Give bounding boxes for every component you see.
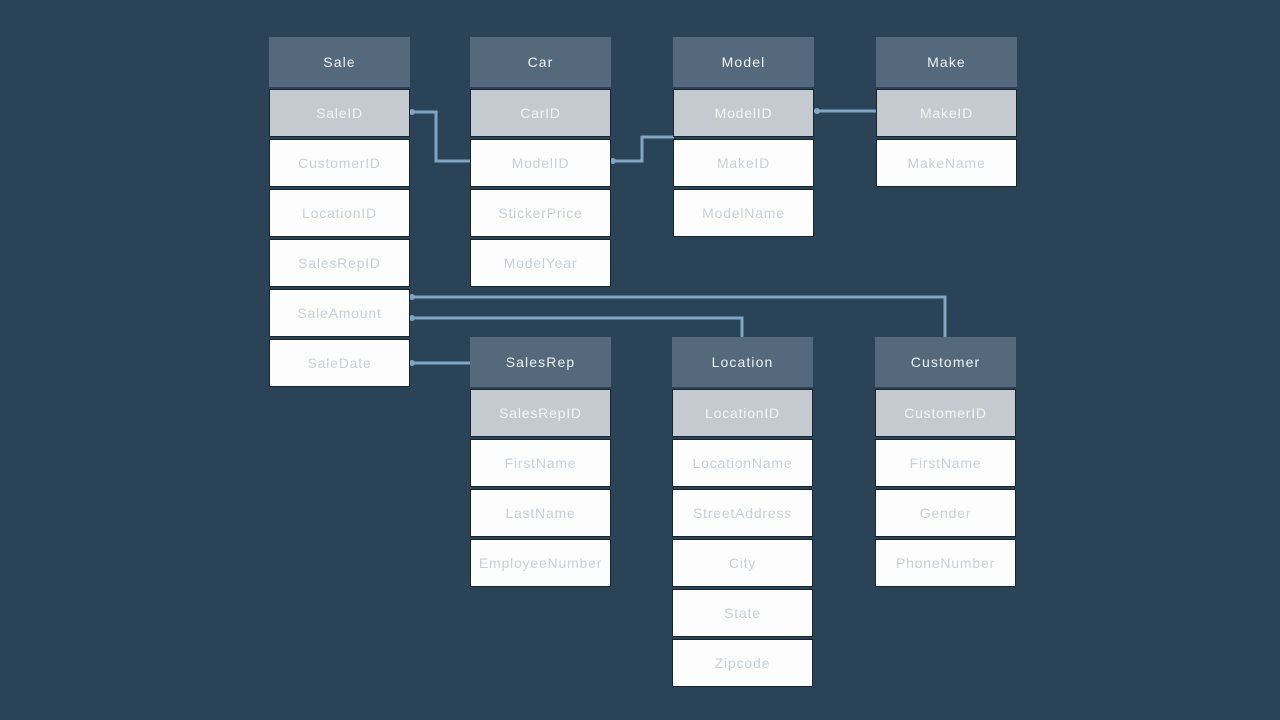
table-title-make: Make (876, 37, 1017, 87)
field-customer-gender: Gender (875, 489, 1016, 537)
field-make-makeid: MakeID (876, 89, 1017, 137)
field-sale-saleid: SaleID (269, 89, 410, 137)
field-car-modelyear: ModelYear (470, 239, 611, 287)
field-salesrep-firstname: FirstName (470, 439, 611, 487)
field-location-state: State (672, 589, 813, 637)
field-customer-firstname: FirstName (875, 439, 1016, 487)
field-location-locationname: LocationName (672, 439, 813, 487)
field-model-modelid: ModelID (673, 89, 814, 137)
field-salesrep-lastname: LastName (470, 489, 611, 537)
field-salesrep-salesrepid: SalesRepID (470, 389, 611, 437)
field-model-makeid: MakeID (673, 139, 814, 187)
field-sale-saledate: SaleDate (269, 339, 410, 387)
field-model-modelname: ModelName (673, 189, 814, 237)
table-title-car: Car (470, 37, 611, 87)
table-title-model: Model (673, 37, 814, 87)
table-title-sale: Sale (269, 37, 410, 87)
field-sale-saleamount: SaleAmount (269, 289, 410, 337)
field-salesrep-employeenumber: EmployeeNumber (470, 539, 611, 587)
table-title-salesrep: SalesRep (470, 337, 611, 387)
field-car-modelid: ModelID (470, 139, 611, 187)
field-location-zipcode: Zipcode (672, 639, 813, 687)
field-location-streetaddress: StreetAddress (672, 489, 813, 537)
field-customer-phonenumber: PhoneNumber (875, 539, 1016, 587)
connector-sale-to-customer (410, 295, 947, 341)
field-car-stickerprice: StickerPrice (470, 189, 611, 237)
field-car-carid: CarID (470, 89, 611, 137)
table-title-customer: Customer (875, 337, 1016, 387)
field-sale-locationid: LocationID (269, 189, 410, 237)
field-location-city: City (672, 539, 813, 587)
field-sale-salesrepid: SalesRepID (269, 239, 410, 287)
table-title-location: Location (672, 337, 813, 387)
field-make-makename: MakeName (876, 139, 1017, 187)
connector-car-to-model (611, 135, 674, 163)
field-sale-customerid: CustomerID (269, 139, 410, 187)
connector-sale-to-car (410, 110, 471, 163)
connector-endpoint-model-to-make (814, 108, 820, 114)
field-location-locationid: LocationID (672, 389, 813, 437)
field-customer-customerid: CustomerID (875, 389, 1016, 437)
